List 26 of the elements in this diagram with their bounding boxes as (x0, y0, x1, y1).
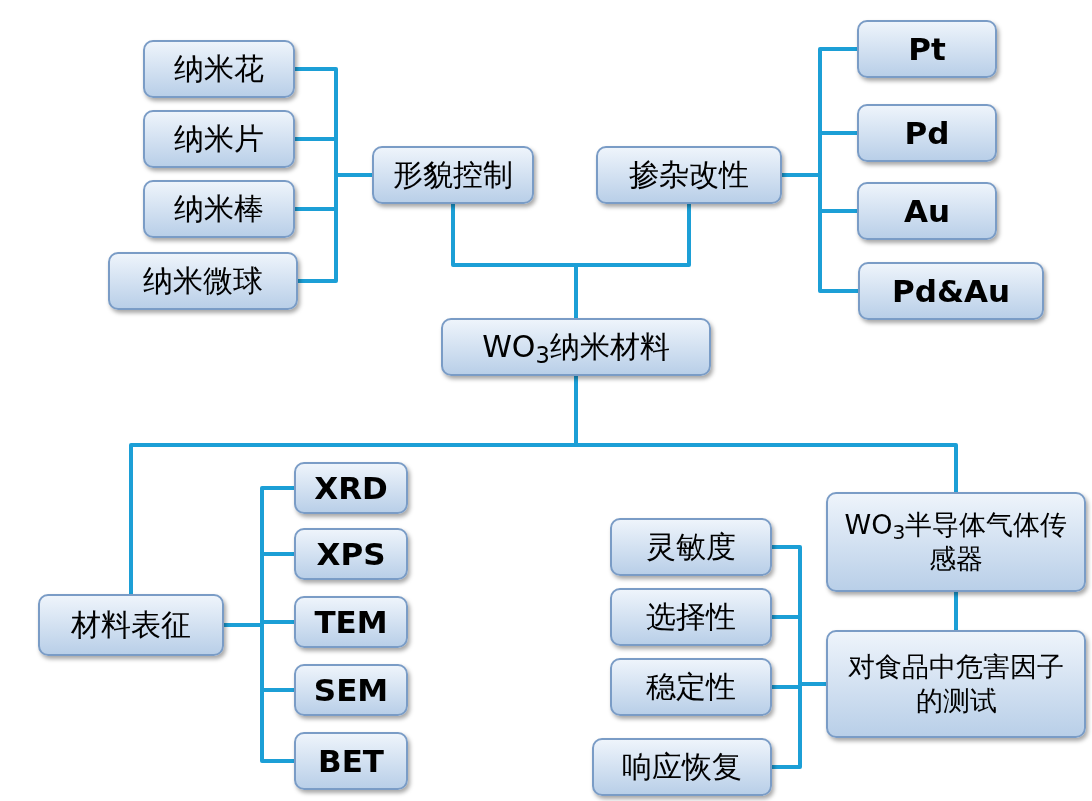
process-box: 响应恢复 (592, 738, 772, 796)
process-box: 纳米花 (143, 40, 295, 98)
process-box: 形貌控制 (372, 146, 534, 204)
process-box: XPS (294, 528, 408, 580)
process-box: 纳米片 (143, 110, 295, 168)
process-box: WO$_{3}$半导体气体传感器 (826, 492, 1086, 592)
process-box: TEM (294, 596, 408, 648)
process-box: 纳米棒 (143, 180, 295, 238)
process-box: 稳定性 (610, 658, 772, 716)
process-box: 掺杂改性 (596, 146, 782, 204)
process-box: BET (294, 732, 408, 790)
process-box: XRD (294, 462, 408, 514)
process-box: 材料表征 (38, 594, 224, 656)
process-box: 选择性 (610, 588, 772, 646)
process-box: SEM (294, 664, 408, 716)
process-box: 纳米微球 (108, 252, 298, 310)
connector-line (298, 173, 372, 283)
process-box: 灵敏度 (610, 518, 772, 576)
process-box: Pd&Au (858, 262, 1044, 320)
connector-line (574, 376, 958, 492)
process-box: WO$_{3}$纳米材料 (441, 318, 711, 376)
connector-line (954, 592, 958, 630)
process-box: Pt (857, 20, 997, 78)
process-box: Pd (857, 104, 997, 162)
process-box: 对食品中危害因子的测试 (826, 630, 1086, 738)
process-box: Au (857, 182, 997, 240)
